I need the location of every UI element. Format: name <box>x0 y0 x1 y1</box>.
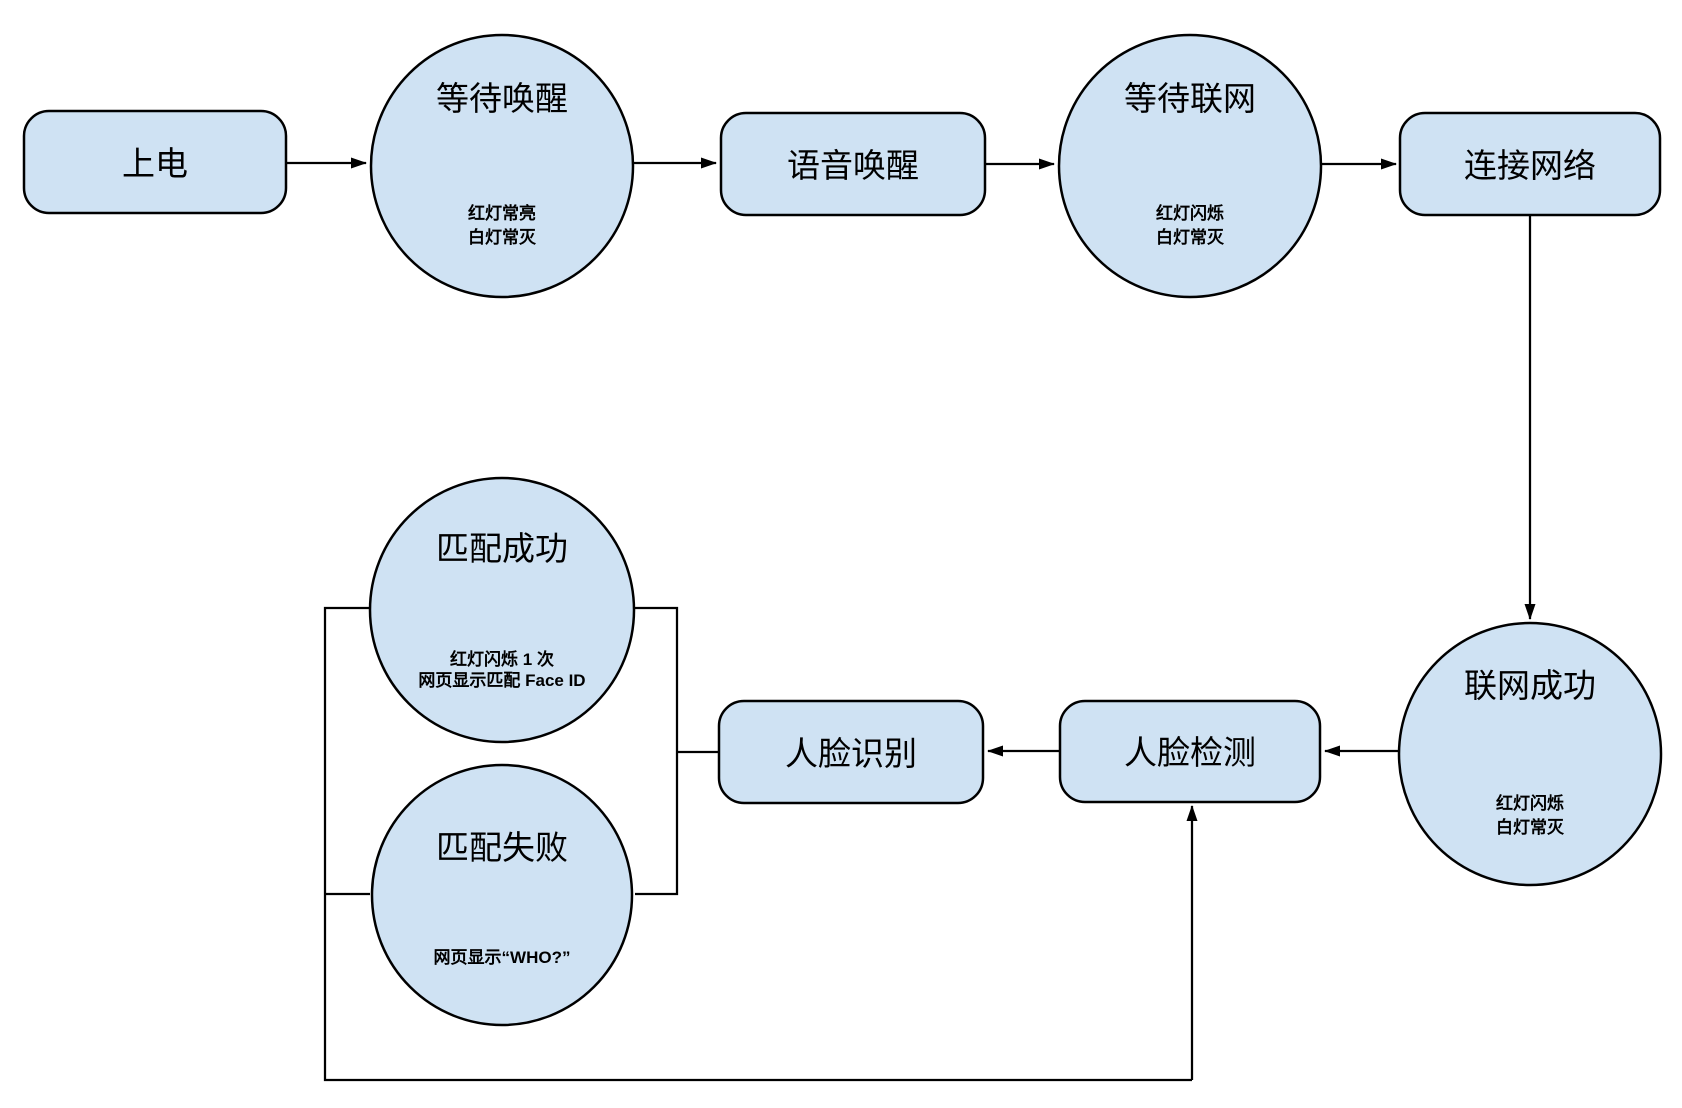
face-detect-label: 人脸检测 <box>1124 734 1256 771</box>
node-face-recognize: 人脸识别 <box>717 699 985 805</box>
face-detect-shape <box>1058 699 1322 804</box>
face-recognize-shape <box>717 699 985 805</box>
wait-wake-note-1: 红灯常亮 <box>468 203 536 223</box>
voice-wake-label: 语音唤醒 <box>787 147 919 184</box>
face-recognize-label: 人脸识别 <box>785 735 917 772</box>
node-match-success: 匹配成功 红灯闪烁 1 次 网页显示匹配 Face ID <box>368 476 636 744</box>
network-success-label: 联网成功 <box>1464 667 1596 704</box>
wait-network-label: 等待联网 <box>1124 80 1256 117</box>
edges-group <box>287 157 1536 1082</box>
network-success-shape <box>1397 621 1663 887</box>
wait-wake-shape <box>369 33 635 299</box>
match-success-shape <box>368 476 636 744</box>
match-fail-note-1: 网页显示“WHO?” <box>434 948 571 967</box>
connect-network-label: 连接网络 <box>1464 147 1596 184</box>
match-fail-shape <box>370 763 634 1027</box>
voice-wake-shape <box>719 111 987 217</box>
network-success-note-2: 白灯常灭 <box>1496 817 1565 837</box>
connect-network-shape <box>1398 111 1662 217</box>
power-on-shape <box>22 109 288 215</box>
network-success-note-1: 红灯闪烁 <box>1496 793 1564 813</box>
node-network-success: 联网成功 红灯闪烁 白灯常灭 <box>1397 621 1663 887</box>
match-success-note-1: 红灯闪烁 1 次 <box>450 649 554 669</box>
node-voice-wake: 语音唤醒 <box>719 111 987 217</box>
match-success-label: 匹配成功 <box>436 530 568 567</box>
node-match-fail: 匹配失败 网页显示“WHO?” <box>370 763 634 1027</box>
wait-network-note-1: 红灯闪烁 <box>1156 203 1224 223</box>
edge-loop-back-path <box>323 606 1192 1082</box>
wait-wake-label: 等待唤醒 <box>436 80 568 117</box>
node-face-detect: 人脸检测 <box>1058 699 1322 804</box>
match-fail-label: 匹配失败 <box>436 829 568 866</box>
node-wait-wake: 等待唤醒 红灯常亮 白灯常灭 <box>369 33 635 299</box>
wait-network-shape <box>1057 33 1323 299</box>
match-success-note-2: 网页显示匹配 Face ID <box>418 671 585 690</box>
node-wait-network: 等待联网 红灯闪烁 白灯常灭 <box>1057 33 1323 299</box>
wait-network-note-2: 白灯常灭 <box>1156 227 1225 247</box>
node-power-on: 上电 <box>22 109 288 215</box>
power-on-label: 上电 <box>122 145 188 182</box>
node-connect-network: 连接网络 <box>1398 111 1662 217</box>
wait-wake-note-2: 白灯常灭 <box>468 227 537 247</box>
edge-branch-to-match-circles <box>635 606 679 896</box>
